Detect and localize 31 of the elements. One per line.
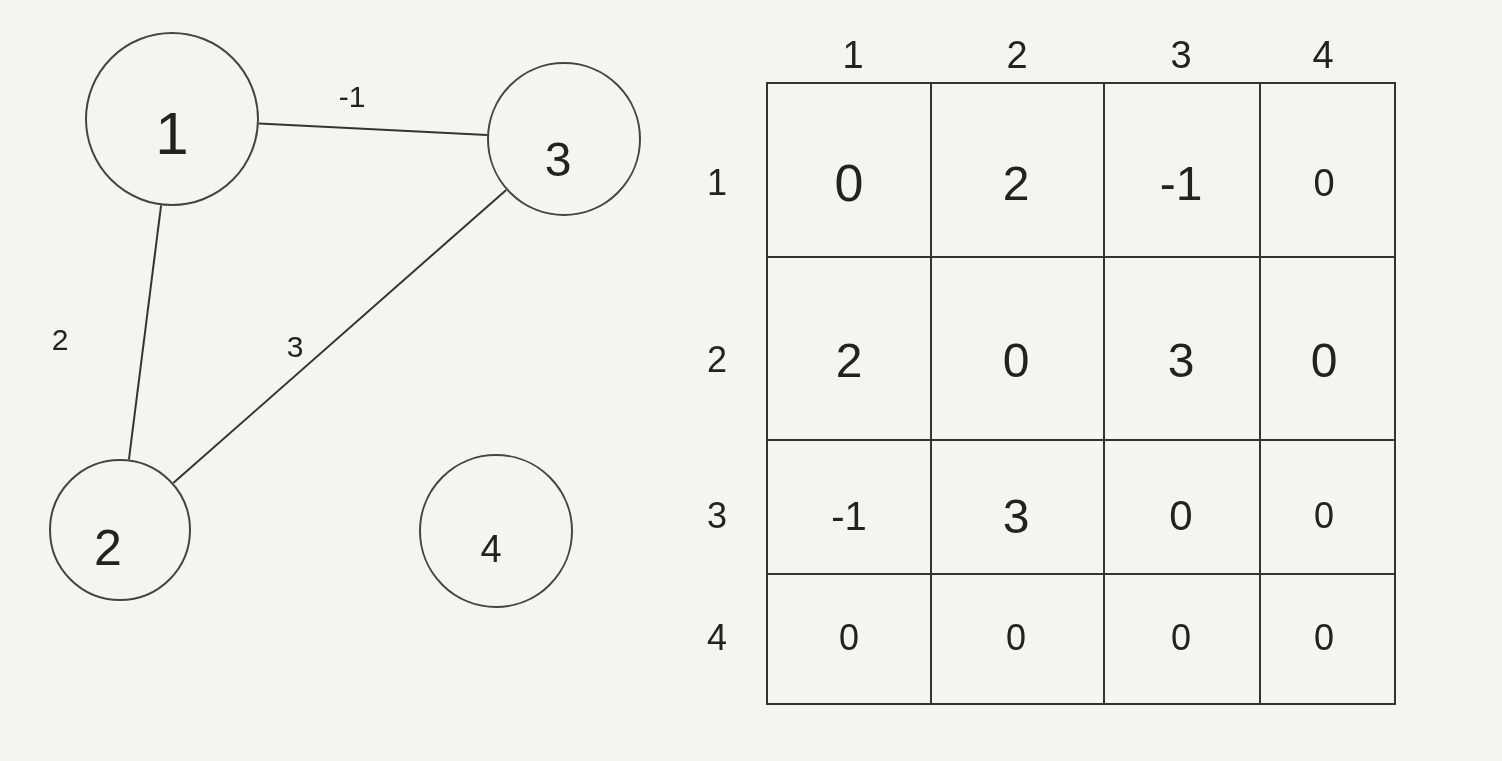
matrix-value: 0 — [839, 617, 859, 659]
column-header: 4 — [1312, 33, 1334, 77]
column-header: 2 — [1006, 33, 1028, 77]
vertex-circle: 2 — [49, 459, 191, 601]
edge-line — [257, 122, 489, 137]
vertex-circle: 4 — [419, 454, 573, 608]
vertex-circle: 1 — [85, 32, 259, 206]
matrix-value: -1 — [831, 493, 867, 539]
row-header: 2 — [707, 339, 727, 381]
matrix-value: 0 — [1006, 617, 1026, 659]
matrix-value: 0 — [1314, 495, 1334, 537]
edge-line — [172, 188, 508, 485]
matrix-value: 3 — [1167, 332, 1195, 388]
matrix-value: -1 — [1159, 155, 1203, 211]
matrix-value: 0 — [1310, 332, 1338, 388]
row-header: 3 — [707, 495, 727, 537]
matrix-value: 2 — [1002, 155, 1030, 211]
matrix-value: 2 — [835, 332, 863, 388]
matrix-value: 0 — [834, 153, 864, 213]
edge-line — [127, 204, 163, 461]
matrix-value: 0 — [1169, 492, 1193, 540]
column-header: 3 — [1170, 33, 1192, 77]
matrix-value: 3 — [1002, 488, 1030, 544]
vertex-circle: 3 — [487, 62, 641, 216]
column-header: 1 — [842, 33, 864, 77]
matrix-value: 0 — [1313, 161, 1335, 205]
matrix-value: 0 — [1314, 617, 1334, 659]
matrix-value: 0 — [1171, 617, 1191, 659]
row-header: 4 — [707, 617, 727, 659]
row-header: 1 — [707, 162, 727, 204]
matrix-value: 0 — [1002, 332, 1030, 388]
